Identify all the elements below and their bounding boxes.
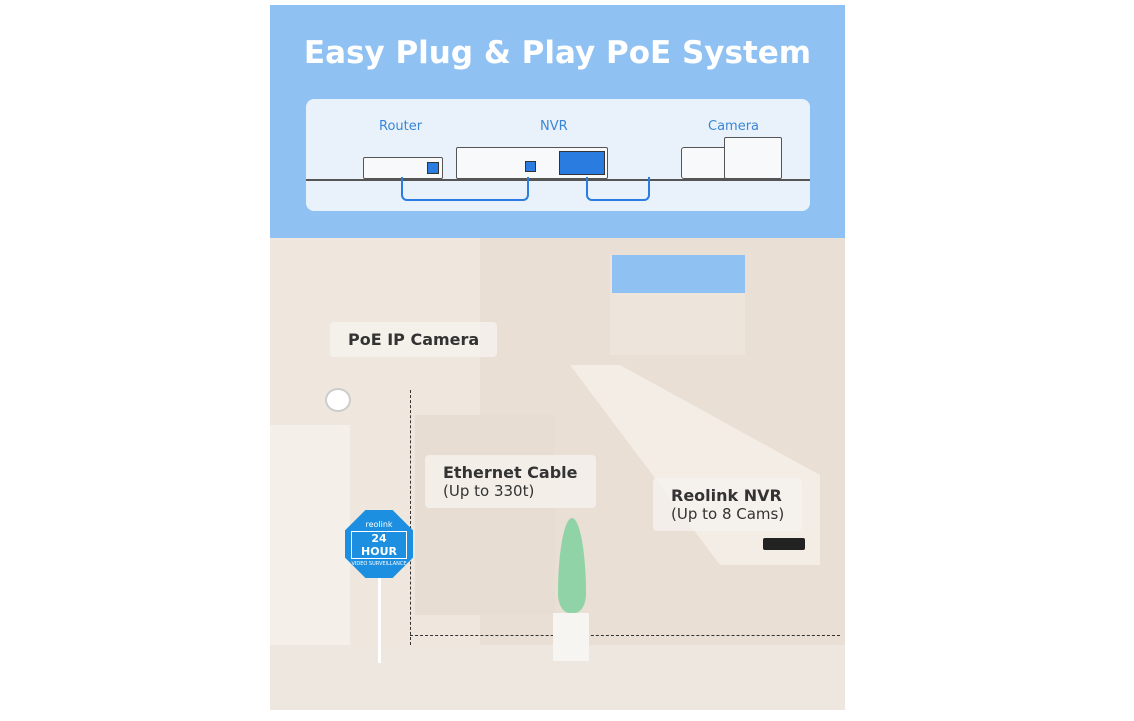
surveillance-sign: reolink 24 HOUR VIDEO SURVEILLANCE xyxy=(345,510,413,578)
garage-door xyxy=(270,425,350,645)
camera-icon xyxy=(724,137,782,179)
callout-poe-camera: PoE IP Camera xyxy=(330,322,498,357)
sign-brand: reolink xyxy=(365,520,393,529)
poe-camera-icon xyxy=(325,388,351,412)
callout-ethernet: Ethernet Cable(Up to 330t) xyxy=(425,455,596,508)
sign-post xyxy=(378,578,381,663)
callout-title: Reolink NVR xyxy=(671,486,782,505)
door xyxy=(415,415,555,615)
nvr-icon xyxy=(456,147,608,179)
staircase xyxy=(570,365,820,565)
page-title: Easy Plug & Play PoE System xyxy=(303,35,812,71)
callout-sub: (Up to 330t) xyxy=(443,482,535,500)
sign-main: 24 HOUR xyxy=(351,531,407,559)
callout-title: Ethernet Cable xyxy=(443,463,578,482)
cable-nvr-camera xyxy=(586,177,650,201)
plant-icon xyxy=(558,518,586,613)
cable-route-floor xyxy=(410,635,840,636)
shelf-line xyxy=(306,179,810,181)
callout-text: PoE IP Camera xyxy=(348,330,480,349)
router-label: Router xyxy=(379,119,423,134)
nvr-device-icon xyxy=(763,538,805,550)
router-icon xyxy=(363,157,443,179)
camera-label: Camera xyxy=(708,119,760,134)
cable-router-nvr xyxy=(401,177,529,201)
header-band: Easy Plug & Play PoE System Router NVR C… xyxy=(270,5,845,238)
cable-route xyxy=(410,390,411,645)
callout-nvr: Reolink NVR(Up to 8 Cams) xyxy=(653,478,803,531)
product-image: Easy Plug & Play PoE System Router NVR C… xyxy=(270,5,845,710)
nvr-label: NVR xyxy=(540,119,568,134)
window xyxy=(612,255,745,293)
callout-sub: (Up to 8 Cams) xyxy=(671,505,785,523)
connection-diagram: Router NVR Camera xyxy=(306,99,810,211)
sign-sub: VIDEO SURVEILLANCE xyxy=(351,561,407,567)
plant-pot xyxy=(553,613,589,661)
